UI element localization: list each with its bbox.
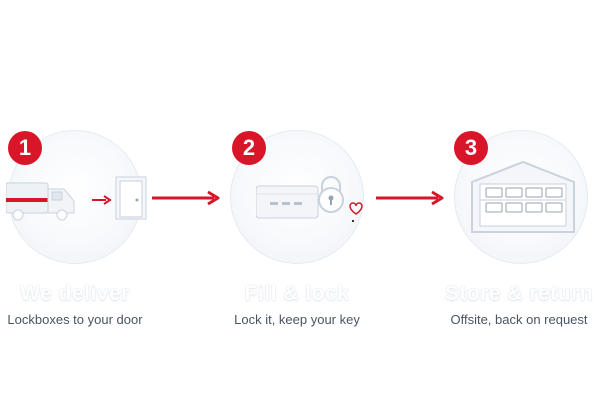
- arrow-right-icon: [376, 190, 444, 206]
- step-number-badge: 3: [454, 131, 488, 165]
- step-number-badge: 1: [8, 131, 42, 165]
- step-1: 1 We deliver Lockboxes to your door: [0, 0, 180, 400]
- step-title: Fill & lock: [244, 282, 350, 305]
- step-subtitle: Lock it, keep your key: [234, 312, 360, 327]
- warehouse-icon: [471, 160, 575, 233]
- step-subtitle: Lockboxes to your door: [7, 312, 143, 327]
- delivery-truck-icon: [6, 176, 147, 221]
- step-2: 2 Fill & lock Lock it, keep your key: [192, 0, 402, 400]
- step-3: 3 Store & return Offsite, back on reques…: [414, 0, 600, 400]
- step-subtitle: Offsite, back on request: [450, 312, 588, 327]
- step-title: Store & return: [444, 282, 594, 305]
- arrow-right-icon: [152, 190, 220, 206]
- lockbox-padlock-icon: [256, 176, 363, 222]
- step-number-badge: 2: [232, 131, 266, 165]
- step-title: We deliver: [20, 282, 130, 305]
